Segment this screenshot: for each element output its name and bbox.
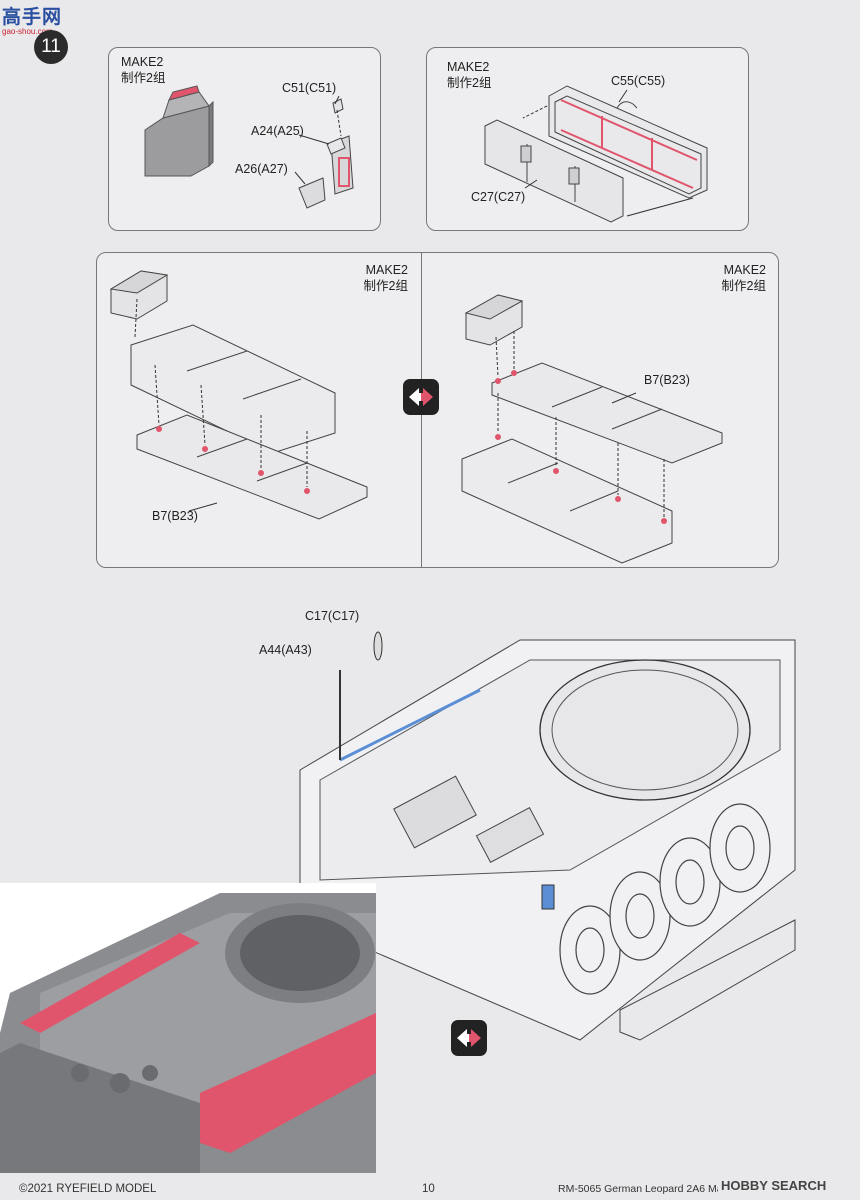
reference-photo — [0, 883, 376, 1173]
make-label: MAKE2 — [365, 263, 408, 277]
panel-c: MAKE2 制作2组 B7(B23) — [96, 252, 423, 568]
make-label: MAKE2 — [723, 263, 766, 277]
panel-b-illustration — [484, 85, 708, 223]
make-cn-label: 制作2组 — [363, 279, 408, 293]
step-number: 11 — [41, 36, 61, 57]
part-label: C51(C51) — [282, 81, 337, 95]
panel-a: MAKE2 制作2组 C51(C51) A24(A25) A26(A27) — [108, 47, 381, 231]
tank-hull-illustration — [299, 631, 796, 1041]
make-cn-label: 制作2组 — [121, 71, 166, 85]
site-logo: 高手网 gao-shou.com — [2, 2, 72, 36]
part-label: C17(C17) — [305, 609, 360, 623]
logo-subtext: gao-shou.com — [2, 27, 53, 36]
footer-copyright: ©2021 RYEFIELD MODEL — [19, 1183, 157, 1195]
part-label: A26(A27) — [235, 162, 288, 176]
make-label: MAKE2 — [447, 60, 490, 74]
part-label: C55(C55) — [611, 74, 666, 88]
part-label: C27(C27) — [471, 190, 526, 204]
step-badge: 11 — [34, 30, 68, 64]
part-label: B7(B23) — [644, 373, 690, 387]
watermark: HOBBY SEARCH — [718, 1178, 830, 1193]
panel-b: MAKE2 制作2组 C55(C55) C27(C27) — [426, 47, 749, 231]
part-label: A44(A43) — [259, 643, 312, 657]
make-cn-label: 制作2组 — [447, 76, 492, 90]
part-label: A24(A25) — [251, 124, 304, 138]
panel-a-illustration — [144, 85, 354, 209]
swap-arrows-icon — [451, 1020, 487, 1056]
make-cn-label: 制作2组 — [721, 279, 766, 293]
swap-arrows-icon — [403, 379, 439, 415]
part-label: B7(B23) — [152, 509, 198, 523]
panel-c-illustration — [109, 270, 368, 520]
footer-page-number: 10 — [422, 1183, 435, 1195]
make-label: MAKE2 — [121, 55, 164, 69]
panel-d: MAKE2 制作2组 B7(B23) — [421, 252, 779, 568]
panel-d-illustration — [461, 294, 723, 564]
logo-text: 高手网 — [2, 6, 63, 28]
